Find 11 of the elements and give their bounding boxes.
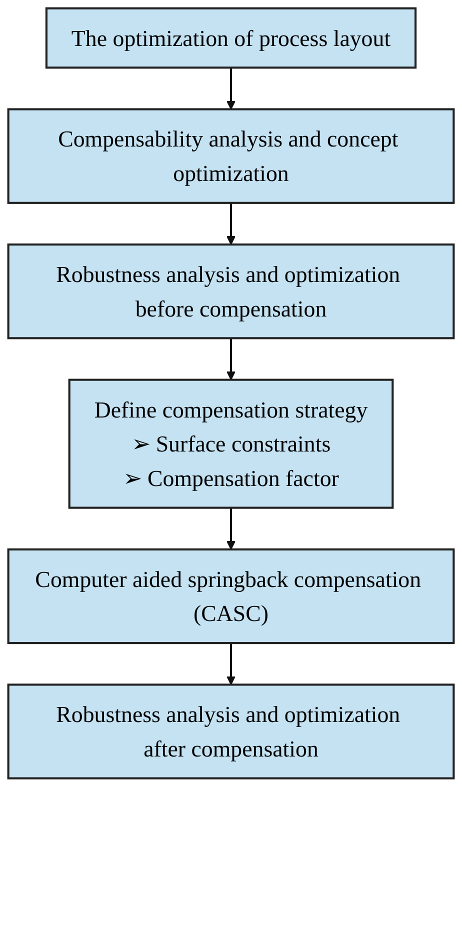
arrow	[226, 508, 236, 550]
arrow	[226, 202, 236, 245]
arrow	[226, 68, 236, 110]
node-box: Robustness analysis and optimization before compensation	[7, 243, 455, 340]
node-box: Computer aided springback compensation (CASC)	[7, 548, 455, 644]
arrow	[226, 643, 236, 686]
node-box: Robustness analysis and optimization after compensation	[7, 684, 455, 780]
node-box: Compensability analysis and concept optimization	[7, 108, 455, 204]
node-box: The optimization of process layout	[45, 7, 417, 69]
node-box: Define compensation strategy ➢ Surface constraints ➢ Compensation factor	[68, 378, 394, 509]
arrow	[226, 338, 236, 380]
